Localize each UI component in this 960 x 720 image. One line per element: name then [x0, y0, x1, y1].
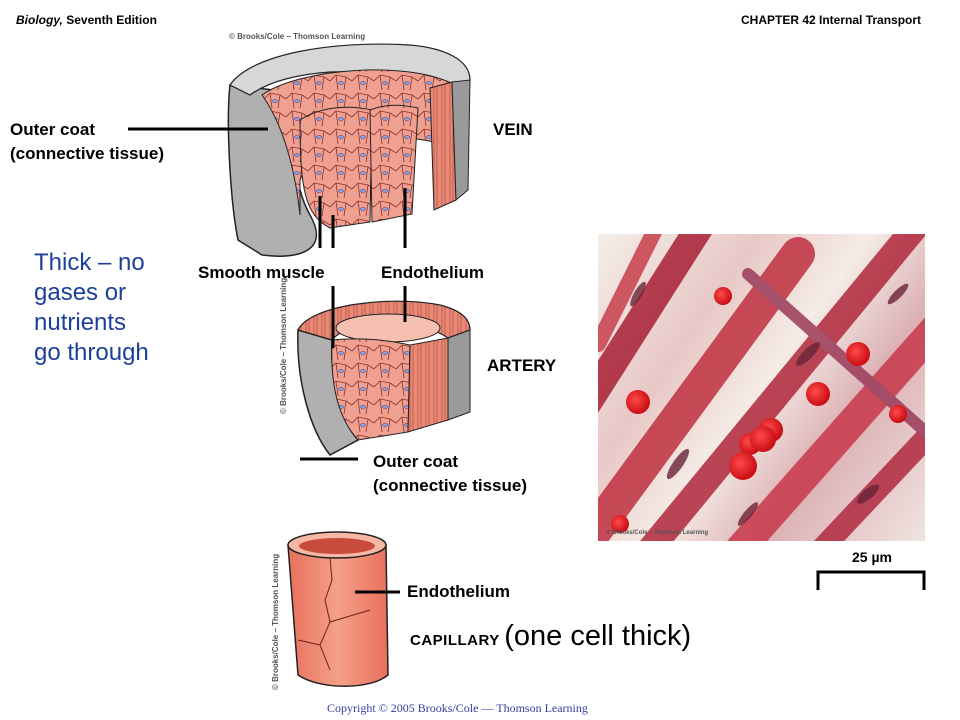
vein-endothelium-label: Endothelium — [381, 263, 484, 282]
artery-muscle-wall — [331, 338, 411, 441]
artery-illustration — [297, 300, 471, 456]
artery-label: ARTERY — [487, 356, 557, 375]
capillary-note: (one cell thick) — [504, 620, 692, 652]
leader-lines — [128, 127, 407, 594]
capillary-endothelium-label: Endothelium — [407, 582, 510, 601]
micrograph-credit: © Brooks/Cole – Thomson Learning — [606, 530, 709, 536]
vein-outer-coat-line2: (connective tissue) — [10, 144, 164, 163]
micrograph-art — [598, 234, 925, 541]
thickness-note: Thick – no gases or nutrients go through — [34, 248, 149, 368]
vein-outer-coat-label: Outer coat (connective tissue) — [10, 118, 164, 166]
smooth-muscle-label: Smooth muscle — [198, 263, 325, 282]
vein-outer-end — [451, 79, 471, 202]
scale-bar — [816, 570, 926, 590]
capillary-illustration — [287, 531, 389, 687]
artery-lumen — [335, 313, 441, 343]
copyright-footer: Copyright © 2005 Brooks/Cole — Thomson L… — [327, 701, 588, 715]
capillary-tube — [287, 544, 389, 687]
book-title: Biology, Seventh Edition — [16, 13, 157, 27]
artery-outer-coat-line1: Outer coat — [373, 452, 459, 471]
vein-endothelium-layer — [369, 104, 419, 223]
vein-outer-coat-line1: Outer coat — [10, 120, 96, 139]
capillary-caption: CAPILLARY (one cell thick) — [410, 620, 691, 653]
note-line1: Thick – no — [34, 249, 145, 276]
capillary-credit: © Brooks/Cole – Thomson Learning — [271, 553, 280, 690]
book-title-italic: Biology, — [16, 13, 63, 27]
artery-outer-end — [447, 329, 471, 421]
note-line4: go through — [34, 339, 149, 366]
artery-outer-coat-line2: (connective tissue) — [373, 476, 527, 495]
capillary-label: CAPILLARY — [410, 632, 500, 649]
vein-illustration — [227, 43, 471, 257]
book-edition: Seventh Edition — [62, 13, 157, 27]
vein-cut-edge — [429, 81, 457, 211]
capillary-lumen — [299, 538, 375, 554]
chapter-title: CHAPTER 42 Internal Transport — [741, 13, 922, 27]
note-line2: gases or — [34, 279, 127, 306]
vein-inner-wall — [299, 106, 373, 229]
vein-label: VEIN — [493, 120, 533, 139]
artery-credit: © Brooks/Cole – Thomson Learning — [279, 277, 288, 414]
note-line3: nutrients — [34, 309, 127, 336]
vein-credit: © Brooks/Cole – Thomson Learning — [229, 32, 366, 41]
artery-outer-coat-label: Outer coat (connective tissue) — [373, 450, 527, 498]
micrograph-photo: © Brooks/Cole – Thomson Learning — [598, 234, 925, 541]
capillary-cell-junction — [297, 557, 371, 671]
artery-cut-face — [407, 337, 449, 433]
scale-bar-label: 25 µm — [852, 549, 892, 565]
